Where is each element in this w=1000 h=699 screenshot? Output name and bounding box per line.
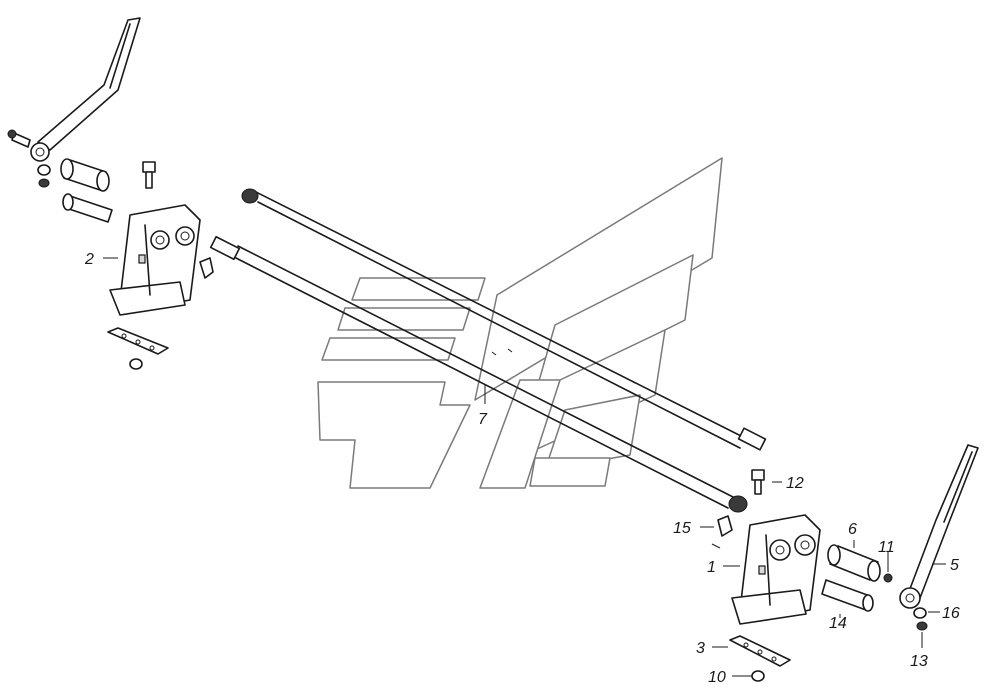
plate-3 bbox=[729, 635, 791, 667]
rod-lower bbox=[209, 235, 748, 513]
label-part-1: 1 bbox=[707, 559, 716, 576]
label-part-14: 14 bbox=[829, 615, 847, 632]
ball-11 bbox=[883, 573, 893, 583]
bolt-12 bbox=[751, 469, 765, 495]
label-part-12: 12 bbox=[786, 475, 804, 492]
label-part-13: 13 bbox=[910, 653, 928, 670]
bushing-left bbox=[60, 158, 110, 192]
label-part-7: 7 bbox=[478, 411, 488, 428]
label-part-6: 6 bbox=[848, 521, 857, 538]
label-part-3: 3 bbox=[696, 640, 705, 657]
plate-left bbox=[107, 327, 169, 355]
bushing-6 bbox=[827, 544, 881, 582]
pin-14 bbox=[821, 579, 874, 612]
rod-upper bbox=[241, 188, 767, 451]
clip-left bbox=[199, 257, 214, 279]
label-part-15: 15 bbox=[673, 520, 691, 537]
lever-5 bbox=[899, 444, 979, 609]
clip-15 bbox=[711, 515, 733, 549]
left-nuts bbox=[37, 164, 51, 188]
label-part-16: 16 bbox=[942, 605, 960, 622]
nut-10 bbox=[751, 670, 765, 682]
nut-left bbox=[129, 358, 143, 370]
bracket-2 bbox=[109, 204, 201, 316]
label-part-5: 5 bbox=[950, 557, 959, 574]
callout-labels: 2 1 3 10 12 15 6 11 5 16 13 14 7 bbox=[84, 251, 960, 686]
lever-left bbox=[7, 17, 141, 162]
label-part-11: 11 bbox=[878, 539, 895, 556]
washer-16 bbox=[913, 607, 927, 619]
pin-left bbox=[62, 193, 113, 223]
watermark-logo bbox=[317, 157, 723, 489]
label-part-2: 2 bbox=[84, 251, 94, 268]
nut-13 bbox=[916, 621, 928, 631]
rod-marks bbox=[491, 348, 513, 356]
leader-lines bbox=[103, 257, 946, 677]
label-part-10: 10 bbox=[708, 669, 726, 686]
bolt-left bbox=[142, 161, 156, 189]
bracket-1 bbox=[731, 514, 821, 625]
